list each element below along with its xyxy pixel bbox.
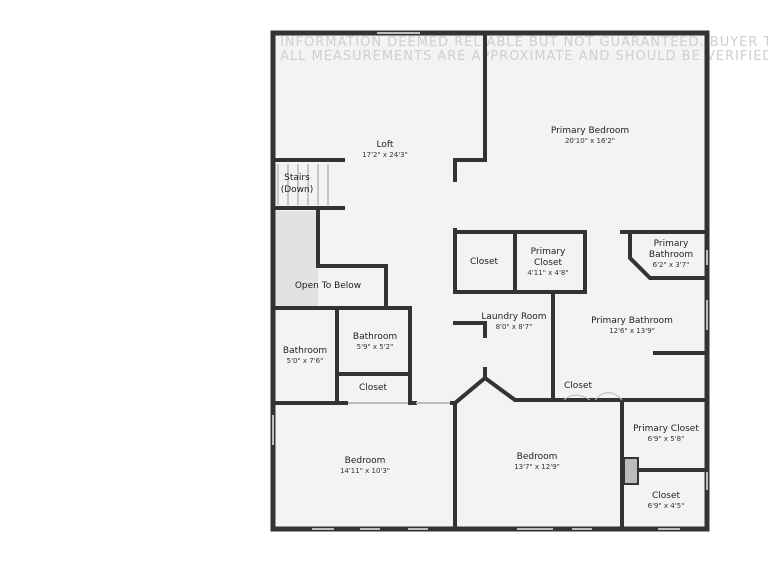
open-to-below-shade: [276, 211, 318, 307]
room-name-stairs-1: Stairs: [284, 173, 310, 183]
room-name-closet-a: Closet: [470, 257, 499, 267]
wall-closet-row-top: [453, 230, 587, 294]
room-dim-laundry: 8'0" x 8'7": [496, 323, 533, 331]
room-dim-primary-bedroom: 20'10" x 16'2": [565, 137, 615, 145]
room-dim-primary-closet: 6'9" x 5'8": [648, 435, 685, 443]
room-name-primary-bathroom: Primary Bathroom: [591, 316, 673, 326]
room-name-primary-closet-small-1: Primary: [531, 247, 566, 257]
wall-laundry-west: [453, 321, 487, 338]
room-name-primary-bath-small-2: Bathroom: [649, 250, 693, 260]
wall-bathrooms-top: [271, 306, 412, 402]
room-name-closet-b: Closet: [359, 383, 388, 393]
room-dim-primary-closet-small: 4'11" x 4'8": [527, 269, 568, 277]
wall-small-bath: [620, 230, 709, 280]
room-name-primary-closet: Primary Closet: [633, 424, 699, 434]
room-dim-bathroom-left: 5'0" x 7'6": [287, 357, 324, 365]
room-dim-bedroom-left: 14'11" x 10'3": [340, 467, 390, 475]
room-name-bathroom-left: Bathroom: [283, 346, 327, 356]
watermark-line-1: INFORMATION DEEMED RELIABLE BUT NOT GUAR…: [280, 35, 768, 50]
room-name-closet-c: Closet: [564, 381, 593, 391]
room-name-stairs-2: (Down): [281, 185, 314, 195]
room-dim-bedroom-mid: 13'7" x 12'9": [514, 463, 560, 471]
room-dim-loft: 17'2" x 24'3": [362, 151, 408, 159]
room-name-bedroom-mid: Bedroom: [517, 452, 558, 462]
chimney-block: [623, 457, 639, 485]
wall-angled: [452, 375, 488, 406]
room-name-open-to-below: Open To Below: [295, 281, 361, 291]
room-name-bathroom-mid: Bathroom: [353, 332, 397, 342]
room-name-primary-bedroom: Primary Bedroom: [551, 126, 629, 136]
watermark-line-2: ALL MEASUREMENTS ARE APPROXIMATE AND SHO…: [280, 49, 768, 64]
room-dim-primary-bath-small: 6'2" x 3'7": [653, 261, 690, 269]
room-name-laundry: Laundry Room: [481, 312, 546, 322]
wall-primary-bedroom-west: [453, 31, 487, 182]
room-name-loft: Loft: [377, 140, 394, 150]
room-name-bedroom-left: Bedroom: [345, 456, 386, 466]
wall-open-to-below: [316, 206, 388, 309]
floor-area: [273, 33, 707, 529]
room-dim-bathroom-mid: 5'9" x 5'2": [357, 343, 394, 351]
room-dim-closet-d: 6'9" x 4'5": [648, 502, 685, 510]
room-name-primary-bath-small-1: Primary: [654, 239, 689, 249]
stairs-treads: [277, 164, 329, 205]
room-dim-primary-bathroom: 12'6" x 13'9": [609, 327, 655, 335]
exterior-wall: [270, 30, 710, 532]
room-name-closet-d: Closet: [652, 491, 681, 501]
room-name-primary-closet-small-2: Closet: [534, 258, 563, 268]
wall-laundry-south: [483, 367, 624, 402]
